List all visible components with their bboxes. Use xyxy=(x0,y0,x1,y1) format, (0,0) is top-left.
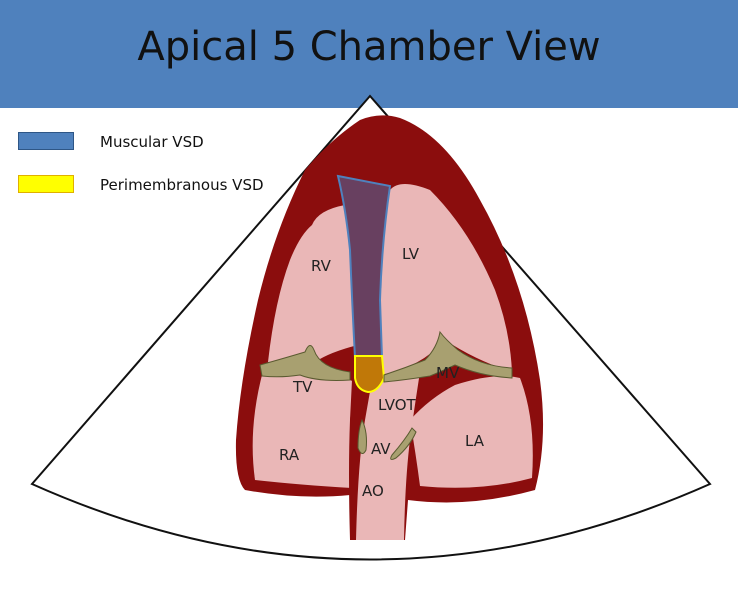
aortic-valve-left xyxy=(357,418,367,454)
label-mv: MV xyxy=(436,364,460,382)
lv-chamber xyxy=(375,184,512,375)
ra-chamber xyxy=(252,371,355,488)
title-banner xyxy=(0,0,738,108)
legend-label-muscular-vsd: Muscular VSD xyxy=(100,133,204,151)
label-rv: RV xyxy=(311,257,332,275)
legend-swatch-perimembranous-vsd xyxy=(18,175,74,193)
septum xyxy=(349,380,372,540)
aortic-valve-right xyxy=(390,427,417,460)
label-lvot: LVOT xyxy=(378,396,417,414)
legend-swatch-muscular-vsd xyxy=(18,132,74,150)
lvot-aorta xyxy=(354,372,420,540)
label-av: AV xyxy=(371,440,391,458)
label-tv: TV xyxy=(292,378,313,396)
tricuspid-valve xyxy=(259,345,351,381)
muscular-vsd xyxy=(336,174,392,359)
perimembranous-vsd xyxy=(354,355,386,394)
label-ra: RA xyxy=(279,446,300,464)
label-ao: AO xyxy=(362,482,384,500)
rv-chamber xyxy=(268,205,358,362)
label-la: LA xyxy=(465,432,485,450)
page-title: Apical 5 Chamber View xyxy=(137,24,601,70)
mitral-valve xyxy=(383,330,513,383)
la-chamber xyxy=(410,376,533,488)
label-lv: LV xyxy=(402,245,420,263)
legend-label-perimembranous-vsd: Perimembranous VSD xyxy=(100,176,264,194)
